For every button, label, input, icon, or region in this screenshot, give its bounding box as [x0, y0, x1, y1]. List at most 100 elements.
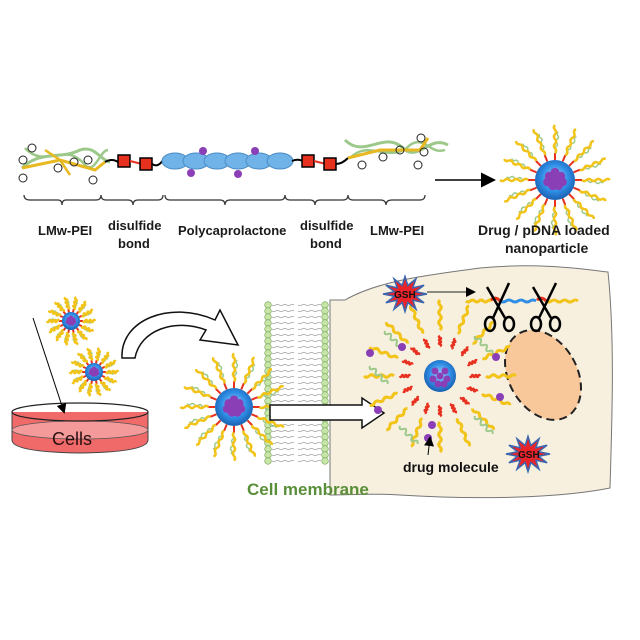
- label-bond-left: bond: [118, 236, 150, 251]
- lipid-tail: [297, 352, 322, 354]
- disulfide-link: [62, 327, 67, 332]
- peg-arm: [76, 329, 88, 341]
- lipid-head: [321, 439, 329, 447]
- peg-arm: [231, 431, 237, 462]
- lipid-head: [321, 349, 329, 357]
- peg-fragment: [386, 407, 408, 432]
- peg-arm: [94, 382, 102, 397]
- disulfide-link: [529, 168, 537, 174]
- lipid-tail: [271, 358, 295, 360]
- drug-cargo: [229, 395, 239, 404]
- lipid-head: [264, 349, 272, 357]
- gsh-label: GSH: [518, 450, 540, 461]
- disulfide-link: [67, 329, 70, 334]
- lipid-tail: [271, 442, 295, 444]
- drug-molecule: [428, 421, 436, 429]
- peg-fragment: [384, 322, 409, 344]
- nanoparticle-disassembled: [362, 298, 518, 454]
- disulfide-link: [240, 424, 245, 432]
- lipid-tail: [297, 394, 322, 396]
- peg-arm: [48, 324, 61, 334]
- lipid-tail: [297, 340, 322, 342]
- disulfide-link: [223, 424, 228, 432]
- disulfide-link: [75, 327, 80, 332]
- lipid-head: [264, 355, 272, 363]
- peg-arm: [242, 430, 257, 458]
- peg-fragment: [409, 305, 425, 335]
- peg-arm: [47, 309, 62, 317]
- disulfide-link: [59, 314, 64, 318]
- drug-cargo: [429, 375, 437, 383]
- lipid-head: [321, 307, 329, 315]
- disulfide-link: [90, 380, 93, 385]
- peg-arm: [252, 367, 273, 391]
- lipid-head: [321, 361, 329, 369]
- drug-cargo: [431, 367, 439, 375]
- petri-dish: Cells: [11, 402, 149, 454]
- lipid-head: [264, 445, 272, 453]
- gsh-burst-top: GSH: [382, 273, 428, 315]
- lipid-head: [321, 391, 329, 399]
- disulfide-link: [543, 198, 549, 206]
- peg-fragment: [481, 345, 511, 361]
- scissors-icon: [483, 282, 516, 333]
- peg-arm: [72, 296, 79, 311]
- lipid-tail: [297, 346, 322, 348]
- nanoparticle-small: [68, 347, 120, 397]
- peg-arm: [195, 423, 216, 447]
- disulfide-fragment: [450, 337, 457, 350]
- disulfide-link: [95, 359, 98, 364]
- label-pcl: Polycaprolactone: [178, 223, 286, 238]
- peg-arm: [95, 347, 102, 362]
- lipid-head: [264, 451, 272, 459]
- drug-cargo: [441, 367, 449, 375]
- disulfide-link: [209, 396, 217, 401]
- peg-arm: [104, 359, 117, 369]
- lipid-tail: [297, 316, 322, 318]
- label-pei-left: LMw-PEI: [38, 223, 92, 238]
- peg-arm: [532, 128, 547, 156]
- disulfide-fragment: [460, 346, 469, 357]
- dish-label: Cells: [52, 429, 92, 449]
- lipid-tail: [297, 310, 322, 312]
- disulfide-link: [85, 378, 90, 383]
- peg-arm: [231, 352, 237, 383]
- pei-fragment: [368, 365, 389, 385]
- lipid-head: [321, 325, 329, 333]
- label-disulfide-right: disulfide: [300, 218, 353, 233]
- lipid-tail: [297, 454, 322, 456]
- peg-fragment: [481, 392, 512, 406]
- peg-arm: [564, 128, 577, 157]
- lipid-head: [264, 307, 272, 315]
- pei-cluster-left: [18, 143, 111, 185]
- drug-cargo: [93, 372, 98, 377]
- peg-arm: [183, 385, 212, 398]
- lipid-tail: [297, 382, 322, 384]
- peg-arm: [194, 368, 218, 389]
- disulfide-fragment: [410, 347, 421, 356]
- curved-uptake-arrow: [121, 308, 240, 359]
- lipid-head: [264, 313, 272, 321]
- lipid-tail: [271, 328, 295, 330]
- peg-arm: [63, 331, 70, 346]
- disulfide-link: [95, 380, 98, 385]
- disulfide-link: [223, 382, 228, 390]
- disulfide-link: [101, 365, 106, 369]
- peg-arm: [101, 351, 110, 364]
- lipid-head: [264, 427, 272, 435]
- peg-arm: [563, 204, 578, 232]
- peg-fragment: [437, 420, 443, 454]
- drug-cargo: [434, 380, 442, 388]
- peg-arm: [71, 331, 79, 346]
- lipid-tail: [271, 376, 295, 378]
- disulfide-fragment: [402, 385, 414, 394]
- peg-arm: [573, 139, 595, 163]
- label-bond-right: bond: [310, 236, 342, 251]
- lipid-tail: [271, 352, 295, 354]
- peg-arm: [78, 380, 87, 393]
- drug-cargo: [69, 315, 73, 320]
- lipid-tail: [297, 424, 322, 426]
- lipid-tail: [271, 370, 295, 372]
- lipid-head: [321, 319, 329, 327]
